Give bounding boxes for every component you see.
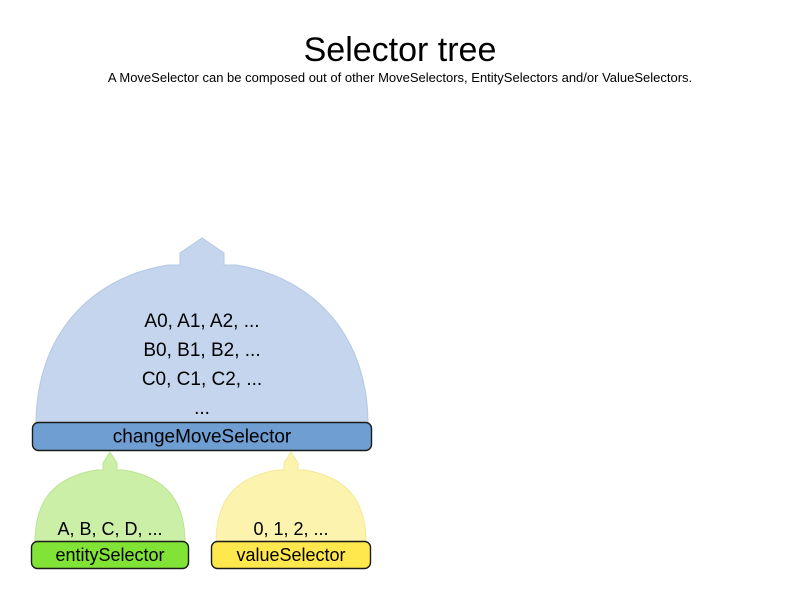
page-title: Selector tree xyxy=(303,31,497,69)
node-entity-selector[interactable]: A, B, C, D, ... entitySelector xyxy=(30,451,190,570)
move-selector-dome-arrow-shape xyxy=(35,237,369,425)
move-selector-content-line-3: ... xyxy=(194,398,210,419)
entity-selector-content-line-0: A, B, C, D, ... xyxy=(57,519,162,539)
move-selector-label: changeMoveSelector xyxy=(113,427,292,448)
node-change-move-selector[interactable]: A0, A1, A2, ... B0, B1, B2, ... C0, C1, … xyxy=(31,237,373,452)
value-selector-content-line-0: 0, 1, 2, ... xyxy=(253,519,328,539)
page-subtitle: A MoveSelector can be composed out of ot… xyxy=(107,70,693,85)
move-selector-label-box[interactable] xyxy=(31,421,373,452)
entity-selector-dome-arrow-shape xyxy=(34,451,186,544)
entity-selector-label: entitySelector xyxy=(55,545,164,565)
move-selector-content-line-1: B0, B1, B2, ... xyxy=(143,340,260,361)
value-selector-dome-arrow-shape xyxy=(215,451,367,544)
move-selector-content-line-0: A0, A1, A2, ... xyxy=(144,311,259,332)
node-value-selector[interactable]: 0, 1, 2, ... valueSelector xyxy=(210,451,372,570)
move-selector-content-line-2: C0, C1, C2, ... xyxy=(142,369,262,390)
value-selector-label-box[interactable] xyxy=(210,540,372,570)
entity-selector-label-box[interactable] xyxy=(30,540,190,570)
value-selector-label: valueSelector xyxy=(236,545,345,565)
